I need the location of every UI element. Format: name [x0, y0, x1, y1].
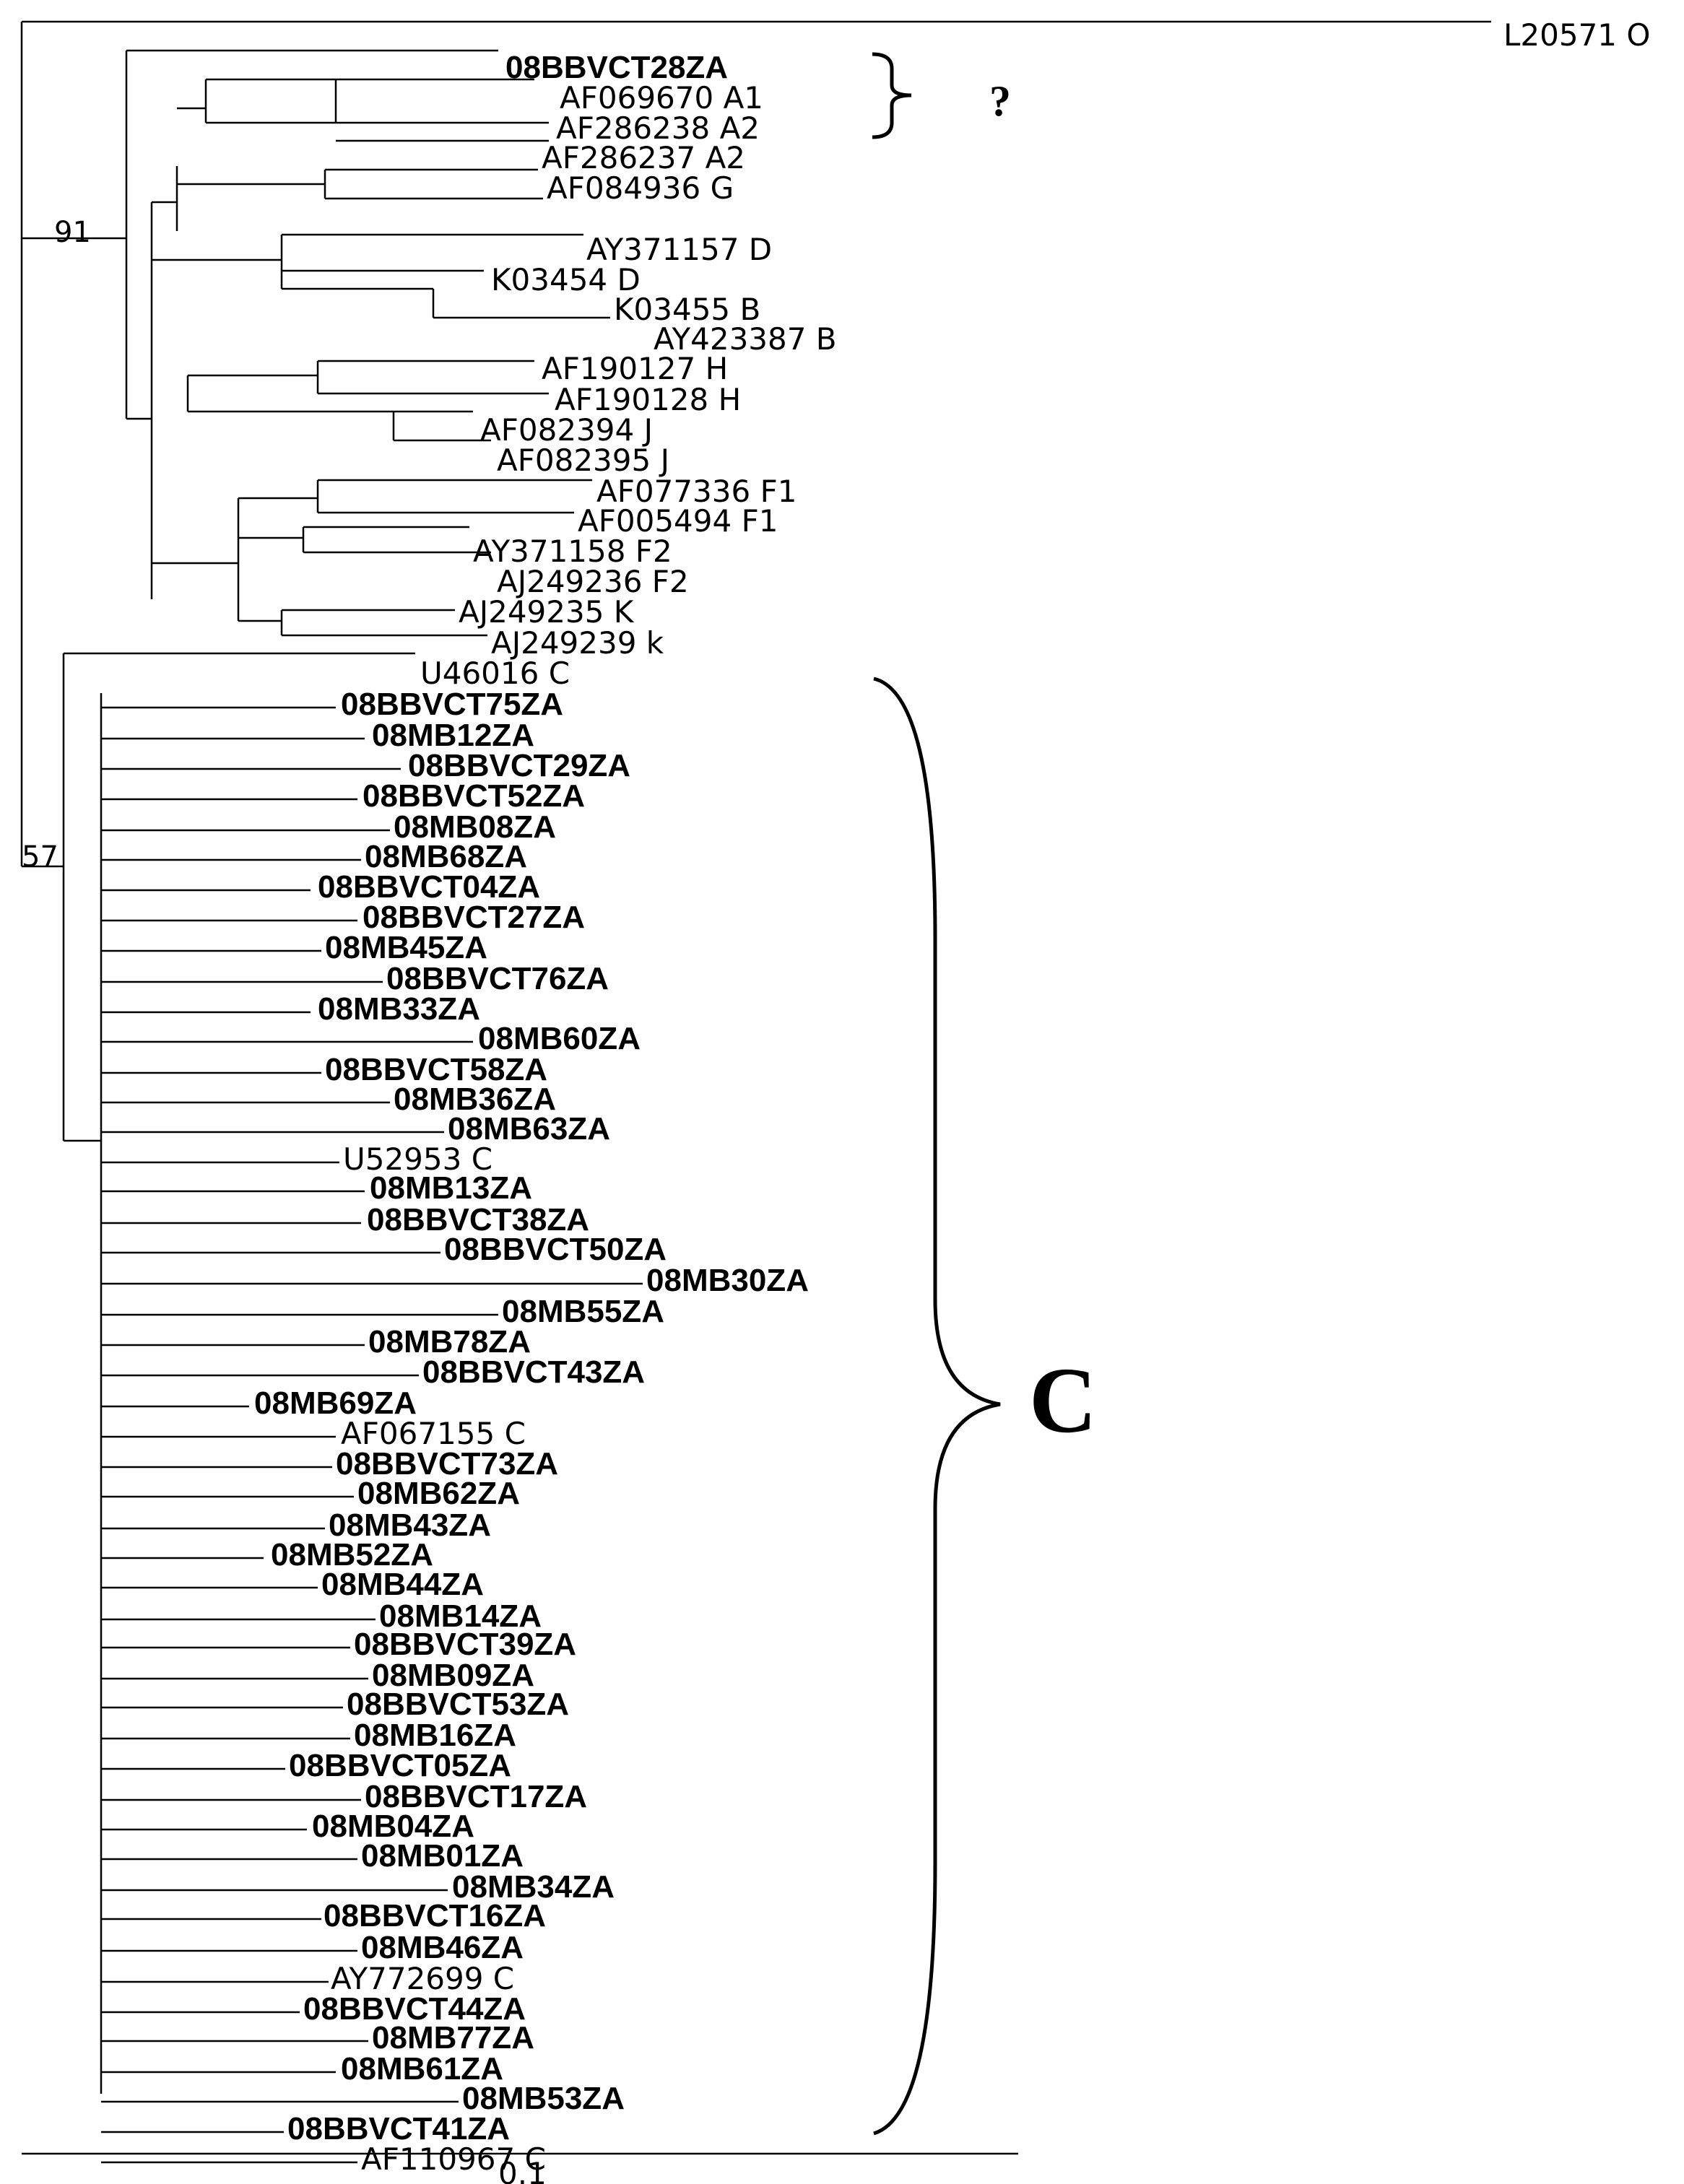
leaf-label: 08BBVCT17ZA	[365, 1779, 587, 1814]
leaf-label: AF286237 A2	[542, 140, 745, 175]
leaf-label: AF286238 A2	[556, 110, 760, 146]
leaf-label: 08MB55ZA	[502, 1294, 664, 1329]
leaf-label: 08BBVCT75ZA	[341, 687, 563, 722]
leaf-label: 08BBVCT43ZA	[422, 1354, 645, 1390]
leaf-label: AJ249235 K	[459, 594, 635, 630]
leaf-label: 08BBVCT44ZA	[303, 1991, 526, 2027]
leaf-label: 08MB78ZA	[368, 1324, 531, 1359]
leaf-label: AY371157 D	[586, 232, 772, 267]
leaf-label: 08BBVCT16ZA	[324, 1898, 546, 1933]
leaf-label: AF084936 G	[547, 170, 734, 206]
leaf-label: AF190128 H	[555, 382, 741, 417]
leaf-label: 08MB53ZA	[462, 2081, 625, 2116]
leaf-label: 08BBVCT39ZA	[354, 1627, 576, 1662]
leaf-label: 08MB01ZA	[361, 1838, 524, 1874]
small-clade-brace	[872, 52, 912, 139]
leaf-label: 08BBVCT58ZA	[325, 1052, 547, 1087]
leaf-label: 08BBVCT29ZA	[408, 748, 630, 783]
bootstrap-value: 57	[22, 840, 58, 874]
leaf-label: AY772699 C	[331, 1961, 514, 1996]
leaf-label: 08MB33ZA	[318, 991, 480, 1027]
leaf-label: U46016 C	[420, 656, 570, 691]
leaf-label: AF082395 J	[497, 443, 669, 478]
leaf-label: K03455 B	[614, 292, 760, 327]
leaf-label: 08MB36ZA	[394, 1082, 556, 1117]
leaf-label: 08MB77ZA	[372, 2020, 534, 2055]
leaf-label: AF110967 C	[361, 2141, 546, 2177]
leaf-label: 08MB46ZA	[361, 1930, 524, 1965]
leaf-label: 08MB62ZA	[357, 1476, 520, 1511]
leaf-label: 08BBVCT41ZA	[287, 2111, 510, 2146]
leaf-label: 08BBVCT73ZA	[336, 1446, 558, 1482]
leaf-label: 08BBVCT53ZA	[347, 1687, 569, 1722]
leaf-label: 08MB04ZA	[312, 1809, 474, 1844]
leaf-label: 08MB08ZA	[394, 809, 556, 845]
clade-label-c: C	[1029, 1349, 1097, 1453]
leaf-label: AF069670 A1	[560, 80, 763, 116]
clade-label-question: ?	[989, 77, 1011, 125]
leaf-label: AY371158 F2	[473, 534, 672, 569]
leaf-label: AY423387 B	[654, 321, 837, 357]
leaf-label: 08MB34ZA	[452, 1869, 615, 1905]
scale-bar-label: 0.1	[498, 2156, 547, 2184]
outgroup-label: L20571 O	[1503, 17, 1650, 53]
large-clade-brace	[873, 676, 1001, 2136]
leaf-label: 08MB61ZA	[341, 2051, 503, 2087]
leaf-label: 08MB60ZA	[478, 1021, 641, 1056]
bootstrap-value: 91	[54, 216, 91, 249]
leaf-label: 08MB52ZA	[271, 1537, 433, 1572]
leaf-label: 08BBVCT04ZA	[318, 869, 540, 905]
leaf-label: 08MB45ZA	[325, 930, 487, 965]
tree-branches	[20, 20, 1491, 2164]
leaf-label: 08BBVCT52ZA	[363, 778, 585, 814]
leaf-label: 08MB14ZA	[379, 1598, 542, 1634]
leaf-label: 08MB63ZA	[448, 1111, 610, 1147]
leaf-label: AJ249236 F2	[497, 564, 689, 599]
leaf-label: AF082394 J	[480, 412, 653, 448]
leaf-label: 08MB12ZA	[372, 718, 534, 753]
leaf-label: AF067155 C	[341, 1416, 526, 1451]
leaf-label: 08MB16ZA	[354, 1718, 516, 1753]
leaf-label: 08MB68ZA	[365, 839, 527, 874]
leaf-label: 08BBVCT38ZA	[367, 1202, 589, 1237]
leaf-label: AF190127 H	[542, 351, 728, 386]
leaf-label: 08BBVCT28ZA	[505, 50, 728, 85]
leaf-label: 08BBVCT50ZA	[444, 1232, 667, 1267]
leaf-label: K03454 D	[491, 262, 641, 297]
leaf-label: 08BBVCT05ZA	[289, 1748, 511, 1783]
leaf-label: 08MB13ZA	[370, 1170, 532, 1206]
leaf-label: 08MB69ZA	[254, 1385, 417, 1421]
leaf-label: 08BBVCT76ZA	[386, 961, 609, 996]
leaf-label: 08MB09ZA	[372, 1658, 534, 1693]
leaf-label: AJ249239 k	[491, 625, 664, 661]
leaf-label: 08BBVCT27ZA	[363, 900, 585, 935]
leaf-label: 08MB44ZA	[321, 1567, 484, 1602]
leaf-label: AF005494 F1	[578, 503, 778, 539]
leaf-label: AF077336 F1	[596, 474, 797, 509]
leaf-label: U52953 C	[343, 1141, 492, 1177]
leaf-label: 08MB30ZA	[646, 1263, 809, 1298]
leaf-label: 08MB43ZA	[329, 1508, 491, 1543]
